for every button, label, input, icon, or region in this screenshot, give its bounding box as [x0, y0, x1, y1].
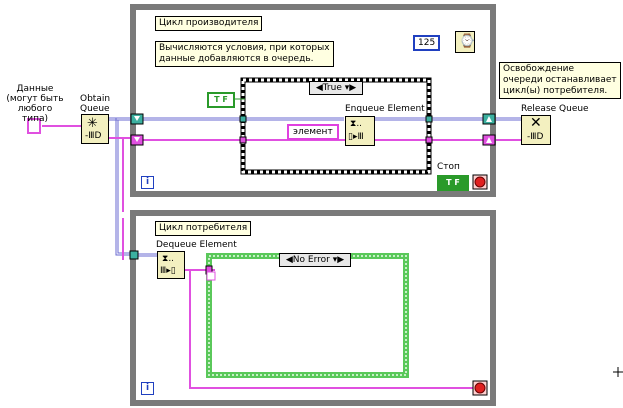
release-note: Освобождение очереди останавливает цикл(… — [499, 62, 621, 99]
wait-ms-node[interactable]: ⌚ — [455, 31, 475, 53]
error-case-selector — [206, 271, 216, 281]
case-tunnel-error-in — [239, 136, 247, 144]
consumer-case-selector[interactable]: ◀No Error ▾▶ — [279, 253, 351, 267]
stop-label: Стоп — [437, 162, 460, 172]
case-tunnel-error-out — [425, 136, 433, 144]
obtain-queue-node[interactable]: ✳ -ⅢD — [81, 114, 109, 144]
enqueue-element-label: Enqueue Element — [345, 104, 425, 114]
consumer-stop-terminal[interactable] — [472, 380, 488, 396]
crosshair-cursor-icon — [613, 367, 623, 377]
dequeue-element-node[interactable]: ⧗.. Ⅲ▸▯ — [157, 251, 185, 279]
consumer-iteration-terminal[interactable]: i — [141, 382, 154, 395]
data-label: Данные (могут быть любого типа) — [6, 84, 64, 124]
close-icon: ✕ — [530, 115, 542, 131]
obtain-queue-label: Obtain Queue — [80, 94, 111, 114]
case-tunnel-queue-out — [425, 115, 433, 123]
wait-ms-constant[interactable]: 125 — [413, 35, 441, 51]
case-tunnel-queue-in — [239, 115, 247, 123]
consumer-case-label: No Error — [292, 255, 330, 265]
producer-case-selector[interactable]: ◀True ▾▶ — [309, 81, 363, 95]
producer-case-label: True — [322, 83, 342, 93]
data-control-terminal[interactable] — [27, 118, 41, 134]
release-queue-label: Release Queue — [521, 104, 589, 114]
producer-loop-title: Цикл производителя — [155, 16, 263, 31]
release-queue-node[interactable]: ✕ -ⅢD — [521, 115, 551, 145]
consumer-case-structure[interactable] — [206, 253, 409, 378]
queue-refnum-wire — [108, 117, 522, 257]
watch-icon: ⌚ — [459, 34, 476, 49]
stop-bool-constant[interactable]: T F — [437, 175, 469, 191]
enqueue-element-node[interactable]: ⧗.. ▯▸Ⅲ — [345, 116, 375, 146]
producer-loop-note: Вычисляются условия, при которых данные … — [155, 41, 334, 67]
chevron-down-icon: ▾▶ — [341, 83, 357, 93]
element-constant[interactable]: элемент — [287, 124, 339, 140]
producer-while-loop[interactable] — [130, 4, 496, 197]
consumer-while-loop[interactable] — [130, 210, 496, 406]
consumer-queue-tunnel — [129, 250, 139, 260]
consumer-loop-title: Цикл потребителя — [155, 221, 252, 236]
producer-stop-terminal[interactable] — [472, 174, 488, 190]
producer-iteration-terminal[interactable]: i — [141, 176, 154, 189]
dequeue-element-label: Dequeue Element — [156, 240, 237, 250]
queue-icon: ✳ — [87, 116, 98, 131]
bool-constant[interactable]: T F — [207, 92, 235, 108]
chevron-down-icon: ▾▶ — [329, 255, 345, 265]
